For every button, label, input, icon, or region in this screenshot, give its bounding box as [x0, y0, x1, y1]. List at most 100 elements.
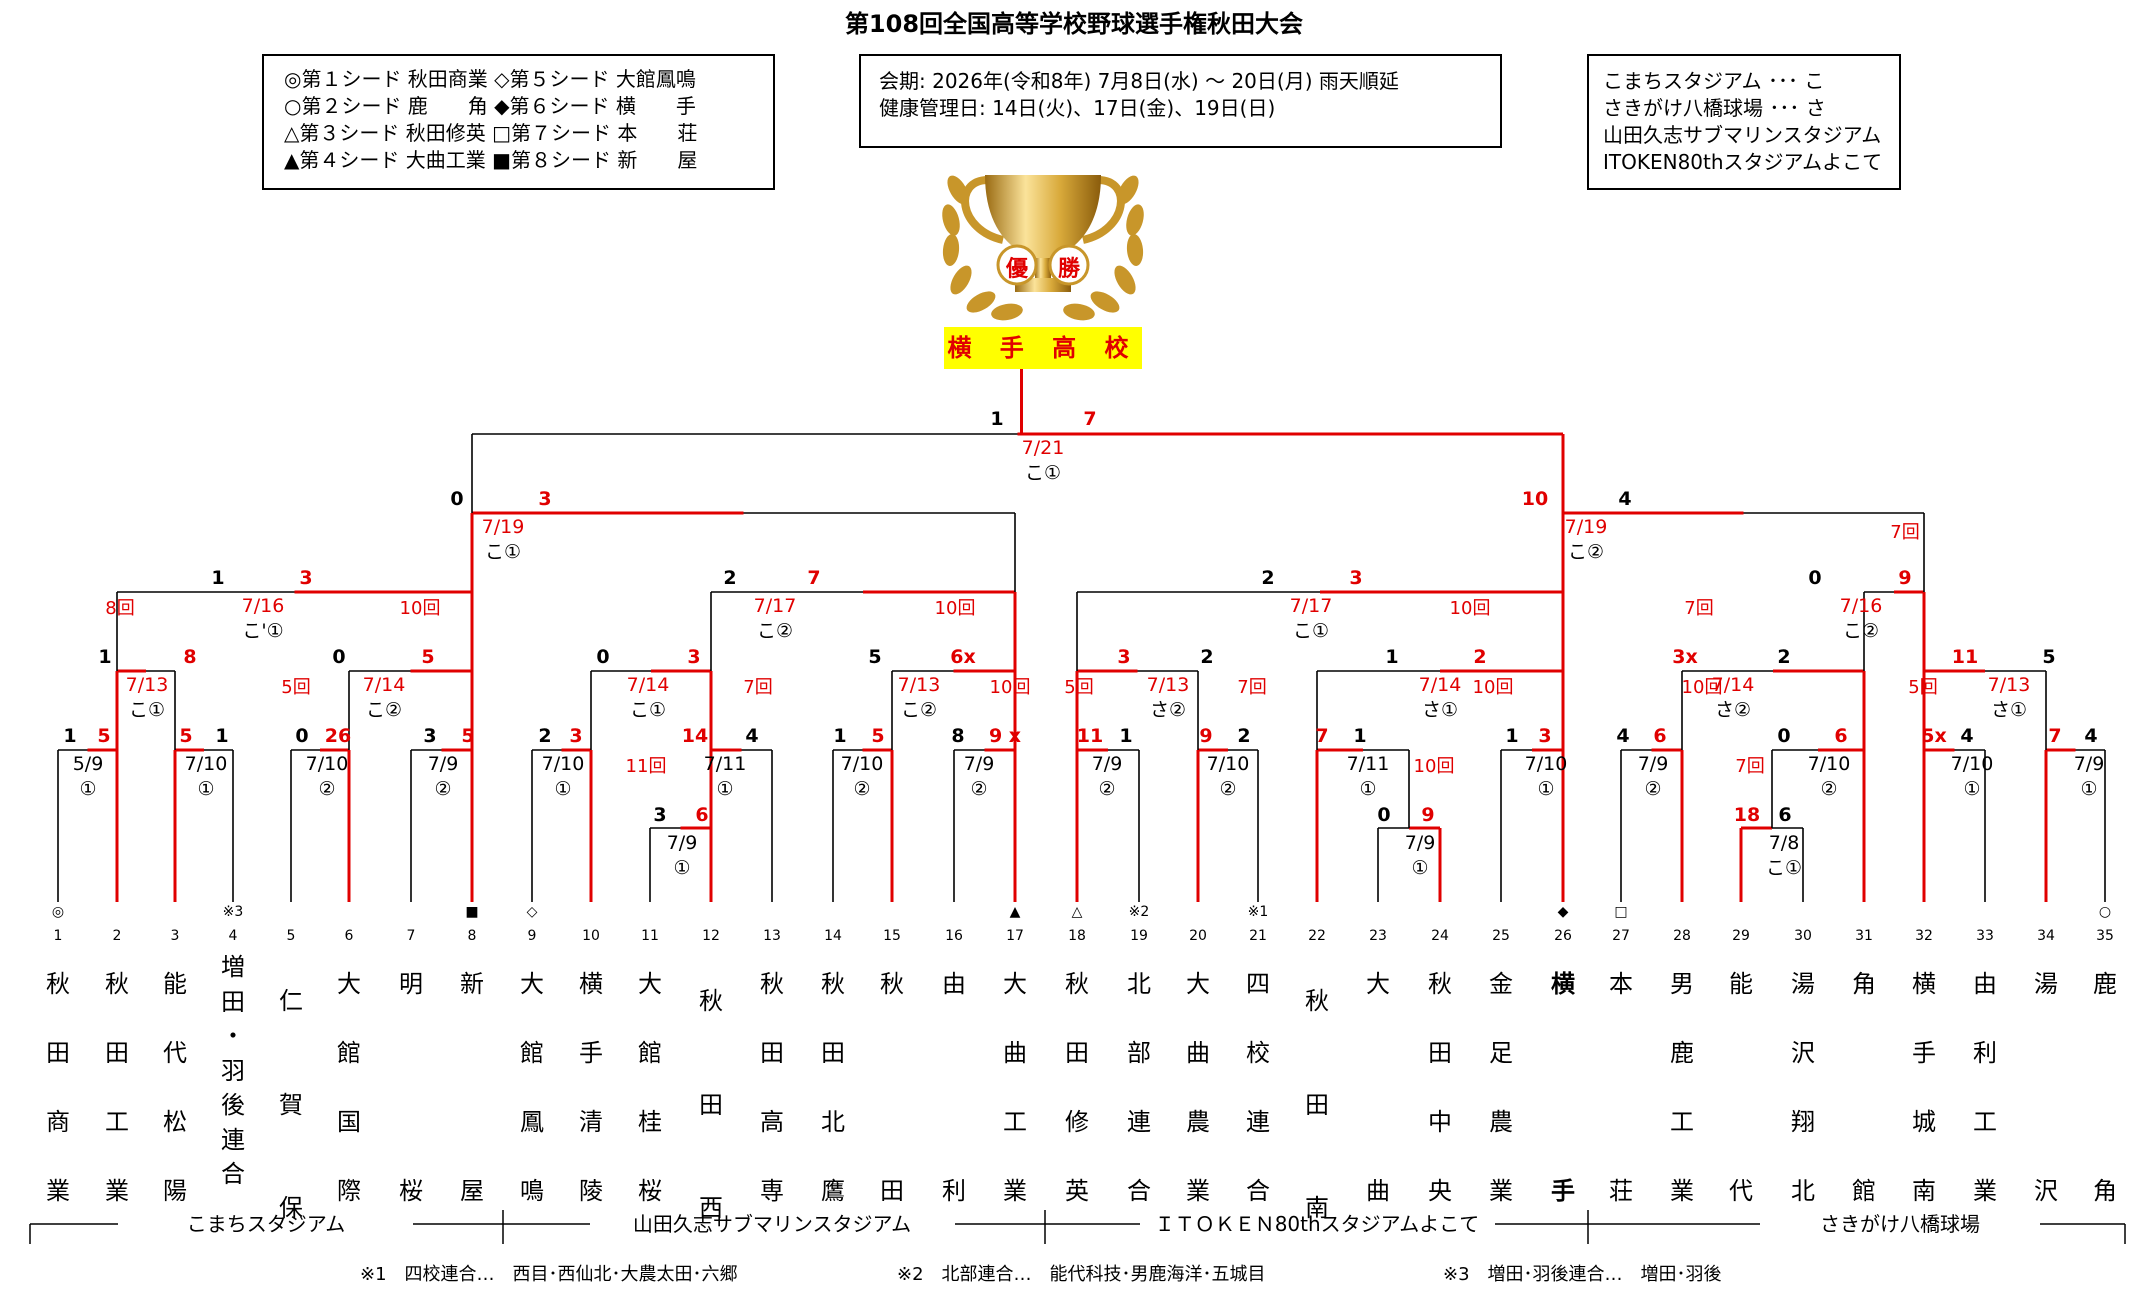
- venue-code: ②: [1098, 778, 1116, 800]
- score: 3: [538, 488, 552, 510]
- seed-row: ◎第１シード 秋田商業 ◇第５シード 大館鳳鳴: [284, 66, 773, 93]
- seed-mark: ○: [2098, 904, 2112, 920]
- team-name: 金 足 農 業: [1489, 970, 1513, 1205]
- venue-code: こ②: [756, 620, 794, 642]
- score: 5: [868, 646, 882, 668]
- score: 5: [179, 725, 193, 747]
- date-label: 7/10: [1807, 753, 1851, 775]
- date-label: 7/9: [1091, 753, 1123, 775]
- score: 1: [98, 646, 112, 668]
- date-label: 7/14: [1711, 674, 1755, 696]
- score: 7: [1083, 408, 1097, 430]
- seed-label: ○第２シード 鹿 角: [284, 94, 488, 118]
- period-info: 会期: 2026年(令和8年) 7月8日(水) ～ 20日(月) 雨天順延 健康…: [859, 54, 1502, 148]
- score: 1: [1505, 725, 1519, 747]
- date-label: 7/11: [1346, 753, 1390, 775]
- date-label: 7/16: [1839, 595, 1883, 617]
- team-number: 35: [2096, 928, 2114, 944]
- team-name: 増 田 ・ 羽 後 連 合: [221, 953, 245, 1188]
- score: 4: [745, 725, 759, 747]
- venue-band-komachi: こまちスタジアム: [186, 1212, 346, 1236]
- seed-row: ▲第４シード 大曲工業 ■第８シード 新 屋: [284, 147, 773, 174]
- score: 9: [1421, 804, 1435, 826]
- team-number: 6: [344, 928, 354, 944]
- period-line: 会期: 2026年(令和8年) 7月8日(水) ～ 20日(月) 雨天順延: [879, 69, 1399, 93]
- team-number: 30: [1794, 928, 1812, 944]
- score: 10: [1521, 488, 1549, 510]
- venue-code: こ①: [1024, 462, 1062, 484]
- team-name: 本 荘: [1609, 970, 1633, 1205]
- seed-label: ◆第６シード 横 手: [494, 94, 696, 118]
- date-label: 7/8: [1768, 832, 1800, 854]
- score: 8: [951, 725, 965, 747]
- team-name: 新 屋: [460, 970, 484, 1205]
- inning-note: 5回: [1064, 677, 1094, 698]
- venue-code: ①: [1963, 778, 1981, 800]
- team-number: 15: [883, 928, 901, 944]
- venue-code: こ①: [484, 541, 522, 563]
- date-label: 7/11: [703, 753, 747, 775]
- score: 9: [1199, 725, 1213, 747]
- page-title: 第108回全国高等学校野球選手権秋田大会: [844, 10, 1304, 38]
- date-label: 7/14: [626, 674, 670, 696]
- team-number: 28: [1673, 928, 1691, 944]
- score: 1: [1353, 725, 1367, 747]
- venue-code: ①: [197, 778, 215, 800]
- score: 5: [871, 725, 885, 747]
- score: 4: [1618, 488, 1632, 510]
- match-date: 7/17 こ②: [754, 594, 797, 644]
- team-name: 北 部 連 合: [1127, 970, 1151, 1205]
- match-date: 7/9 ②: [1092, 752, 1123, 802]
- team-name: 大 曲 農 業: [1186, 970, 1210, 1205]
- venue-code: こ①: [1765, 857, 1803, 879]
- footnote: ※3 増田･羽後連合… 増田･羽後: [1443, 1264, 1722, 1285]
- team-number: 10: [582, 928, 600, 944]
- team-number: 32: [1915, 928, 1933, 944]
- team-name: 大 館 国 際: [337, 970, 361, 1205]
- venue-legend: こまちスタジアム ･･･ こ さきがけ八橋球場 ･･･ さ 山田久志サブマリンス…: [1587, 54, 1901, 190]
- date-label: 7/13: [1987, 674, 2031, 696]
- team-name: 角 館: [1852, 970, 1876, 1205]
- venue-band-yamada: 山田久志サブマリンスタジアム: [632, 1212, 912, 1236]
- venue-code: ①: [2080, 778, 2098, 800]
- date-label: 7/9: [1404, 832, 1436, 854]
- team-name: 秋 田 南: [1305, 987, 1329, 1222]
- score: 2: [1200, 646, 1214, 668]
- score: 3: [299, 567, 313, 589]
- team-name: 秋 田 工 業: [105, 970, 129, 1205]
- team-name: 湯 沢: [2034, 970, 2058, 1205]
- score: 3: [653, 804, 667, 826]
- score: 3: [423, 725, 437, 747]
- date-label: 7/10: [184, 753, 228, 775]
- footnote: ※2 北部連合… 能代科技･男鹿海洋･五城目: [897, 1264, 1266, 1285]
- seed-row: △第３シード 秋田修英 □第７シード 本 荘: [284, 120, 773, 147]
- venue-code: こ①: [128, 699, 166, 721]
- date-label: 7/9: [427, 753, 459, 775]
- score: 7: [2048, 725, 2062, 747]
- date-label: 7/19: [1564, 516, 1608, 538]
- team-number: 34: [2037, 928, 2055, 944]
- team-name: 横 手 城 南: [1912, 970, 1936, 1205]
- team-name: 秋 田 西: [699, 987, 723, 1222]
- venue-code: こ①: [1292, 620, 1330, 642]
- score: 2: [1473, 646, 1487, 668]
- venue-code: ①: [1411, 857, 1429, 879]
- venue-code: ①: [1359, 778, 1377, 800]
- team-number: 2: [112, 928, 122, 944]
- team-number: 24: [1431, 928, 1449, 944]
- date-label: 7/17: [753, 595, 797, 617]
- seed-mark: ※3: [222, 904, 244, 920]
- venue-code: こ②: [365, 699, 403, 721]
- inning-note: 7回: [1890, 522, 1920, 543]
- venue-band-itoken: ＩＴＯＫＥＮ80thスタジアムよこて: [1154, 1212, 1480, 1236]
